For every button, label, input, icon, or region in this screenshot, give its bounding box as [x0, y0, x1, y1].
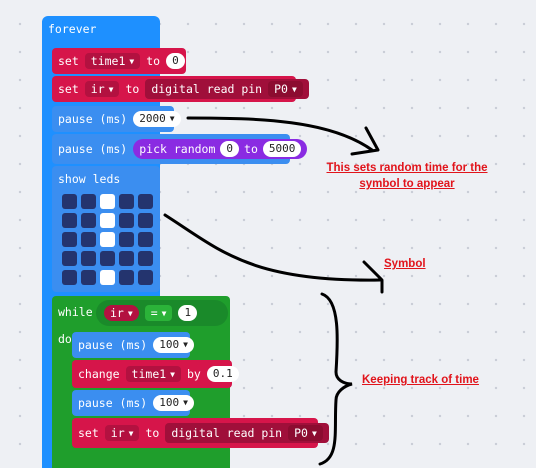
- led-cell-r3-c0[interactable]: [62, 251, 77, 266]
- led-cell-r4-c4[interactable]: [138, 270, 153, 285]
- compare-value-input[interactable]: 1: [178, 305, 198, 321]
- chevron-down-icon: ▼: [129, 56, 135, 66]
- pause-random-block[interactable]: pause (ms) pick random 0 to 5000: [52, 134, 308, 164]
- by-label: by: [187, 367, 201, 381]
- pause-value-dropdown[interactable]: 100▼: [153, 337, 194, 353]
- variable-dropdown[interactable]: ir▼: [104, 425, 140, 441]
- pick-random-label: pick random: [139, 142, 216, 156]
- pause-value-dropdown[interactable]: 2000▼: [133, 111, 181, 127]
- pause-label: pause (ms): [58, 142, 128, 156]
- led-cell-r1-c3[interactable]: [119, 213, 134, 228]
- random-to-input[interactable]: 5000: [262, 141, 302, 157]
- led-cell-r4-c3[interactable]: [119, 270, 134, 285]
- pause-label: pause (ms): [78, 396, 148, 410]
- led-cell-r4-c1[interactable]: [81, 270, 96, 285]
- pin-dropdown[interactable]: P0▼: [288, 425, 323, 441]
- chevron-down-icon: ▼: [183, 398, 188, 407]
- chevron-down-icon: ▼: [170, 369, 175, 379]
- led-cell-r3-c1[interactable]: [81, 251, 96, 266]
- pause-label: pause (ms): [58, 112, 128, 126]
- led-cell-r4-c0[interactable]: [62, 270, 77, 285]
- led-cell-r1-c0[interactable]: [62, 213, 77, 228]
- pause-label: pause (ms): [78, 338, 148, 352]
- do-label-wrap: do: [58, 330, 72, 348]
- led-cell-r1-c4[interactable]: [138, 213, 153, 228]
- arrow-to-random-note: [186, 116, 374, 152]
- forever-label: forever: [48, 22, 97, 36]
- chevron-down-icon: ▼: [128, 428, 134, 438]
- show-leds-label: show leds: [58, 172, 121, 186]
- random-from-input[interactable]: 0: [220, 141, 240, 157]
- led-cell-r0-c1[interactable]: [81, 194, 96, 209]
- comparison-reporter[interactable]: ir▼ =▼ 1: [96, 300, 228, 326]
- led-cell-r1-c1[interactable]: [81, 213, 96, 228]
- inner-pause-block-1[interactable]: pause (ms) 100▼: [72, 332, 194, 358]
- pause-value-dropdown[interactable]: 100▼: [153, 395, 194, 411]
- led-cell-r3-c3[interactable]: [119, 251, 134, 266]
- reporter-label: digital read pin: [151, 82, 263, 96]
- led-cell-r2-c2[interactable]: [100, 232, 115, 247]
- arrow-head-random-note: [350, 126, 380, 156]
- keeping-track-annotation: Keeping track of time: [362, 374, 479, 386]
- to-label: to: [146, 54, 161, 68]
- led-cell-r0-c0[interactable]: [62, 194, 77, 209]
- led-cell-r4-c2[interactable]: [100, 270, 115, 285]
- random-time-annotation: This sets random time for the symbol to …: [326, 162, 488, 190]
- change-keyword: change: [78, 367, 120, 381]
- chevron-down-icon: ▼: [127, 308, 133, 318]
- random-to-label: to: [244, 142, 258, 156]
- led-cell-r2-c0[interactable]: [62, 232, 77, 247]
- led-cell-r3-c2[interactable]: [100, 251, 115, 266]
- set-time1-block[interactable]: set time1▼ to 0: [52, 48, 186, 74]
- led-grid[interactable]: [62, 194, 158, 290]
- digital-read-pin-reporter[interactable]: digital read pin P0▼: [145, 79, 309, 99]
- ir-variable-reporter[interactable]: ir▼: [104, 305, 139, 321]
- led-cell-r2-c4[interactable]: [138, 232, 153, 247]
- change-time1-block[interactable]: change time1▼ by 0.1: [72, 360, 239, 388]
- variable-dropdown[interactable]: time1▼: [125, 366, 181, 382]
- reporter-label: digital read pin: [171, 426, 283, 440]
- set-keyword: set: [58, 54, 79, 68]
- inner-set-ir-block[interactable]: set ir▼ to digital read pin P0▼: [72, 418, 329, 448]
- to-label: to: [125, 82, 140, 96]
- digital-read-pin-reporter[interactable]: digital read pin P0▼: [165, 423, 329, 443]
- led-cell-r0-c4[interactable]: [138, 194, 153, 209]
- pin-dropdown[interactable]: P0▼: [268, 81, 303, 97]
- chevron-down-icon: ▼: [291, 84, 297, 94]
- chevron-down-icon: ▼: [169, 114, 175, 123]
- variable-dropdown[interactable]: ir▼: [84, 81, 120, 97]
- chevron-down-icon: ▼: [108, 84, 114, 94]
- chevron-down-icon: ▼: [161, 308, 167, 318]
- inner-pause-block-2[interactable]: pause (ms) 100▼: [72, 390, 194, 416]
- chevron-down-icon: ▼: [311, 428, 317, 438]
- set-keyword: set: [58, 82, 79, 96]
- led-cell-r1-c2[interactable]: [100, 213, 115, 228]
- chevron-down-icon: ▼: [183, 340, 188, 349]
- to-label: to: [145, 426, 160, 440]
- change-value-input[interactable]: 0.1: [206, 366, 239, 382]
- led-cell-r2-c3[interactable]: [119, 232, 134, 247]
- do-label: do: [58, 332, 72, 346]
- while-label: while: [58, 305, 93, 319]
- brace-keeping-time: [318, 292, 353, 466]
- while-header: while: [58, 300, 93, 324]
- led-cell-r3-c4[interactable]: [138, 251, 153, 266]
- set-ir-block[interactable]: set ir▼ to digital read pin P0▼: [52, 76, 309, 102]
- operator-dropdown[interactable]: =▼: [144, 305, 173, 321]
- variable-dropdown[interactable]: time1▼: [84, 53, 141, 69]
- arrow-head-symbol-note: [362, 260, 384, 294]
- set-keyword: set: [78, 426, 99, 440]
- led-cell-r0-c2[interactable]: [100, 194, 115, 209]
- pick-random-reporter[interactable]: pick random 0 to 5000: [133, 139, 308, 159]
- value-input[interactable]: 0: [166, 53, 185, 69]
- led-cell-r2-c1[interactable]: [81, 232, 96, 247]
- symbol-annotation: Symbol: [384, 258, 426, 270]
- pause-2000-block[interactable]: pause (ms) 2000▼: [52, 106, 181, 132]
- led-cell-r0-c3[interactable]: [119, 194, 134, 209]
- arrow-to-symbol-note: [163, 213, 382, 282]
